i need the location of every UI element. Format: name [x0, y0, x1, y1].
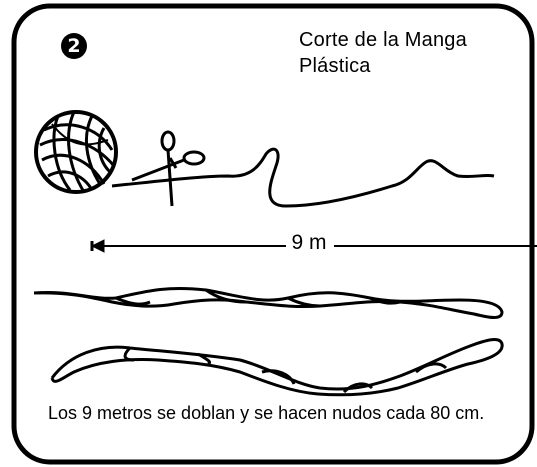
knotted-strip-curved — [50, 338, 504, 397]
panel-title-line-1: Corte de la Manga — [299, 29, 467, 51]
knotted-strip-straight — [33, 286, 504, 319]
panel-title-line-2: Plástica — [299, 55, 371, 77]
plastic-strip-line — [111, 147, 495, 208]
step-number-badge: 2 — [61, 33, 87, 59]
measure-line — [90, 239, 537, 253]
measure-label: 9 m — [286, 231, 332, 255]
yarn-ball-icon — [34, 110, 118, 194]
caption-text: Los 9 metros se doblan y se hacen nudos … — [48, 403, 485, 423]
scissors-icon — [131, 130, 206, 207]
panel-title: Corte de la Manga Plástica — [299, 27, 467, 79]
panel-frame — [11, 3, 535, 465]
